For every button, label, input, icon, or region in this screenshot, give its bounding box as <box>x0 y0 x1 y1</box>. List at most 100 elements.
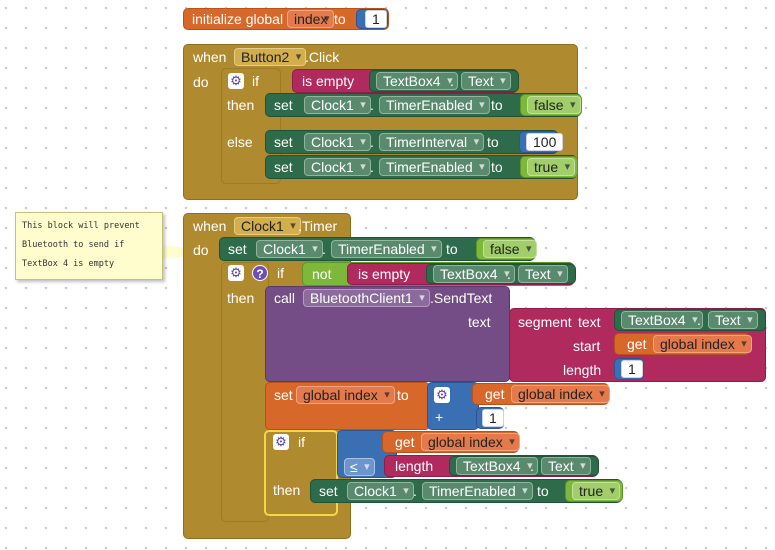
clock-property-dropdown[interactable]: TimerEnabled <box>422 482 533 500</box>
dot-sep: . <box>507 266 511 282</box>
dot-sep: . <box>697 312 701 328</box>
if-label-1: if <box>252 73 259 89</box>
clock-component-dropdown[interactable]: Clock1 <box>256 240 323 258</box>
clock-property-dropdown[interactable]: TimerInterval <box>379 133 485 151</box>
textbox-getter-1[interactable]: TextBox4 . Text <box>369 70 519 92</box>
set-global-index-block[interactable]: set global index to <box>265 382 430 430</box>
set-timer-enabled-3[interactable]: set Clock1 . TimerEnabled to false <box>219 237 537 261</box>
init-to-label: to <box>334 11 346 27</box>
init-number-value[interactable]: 1 <box>365 10 387 28</box>
global-index-dropdown[interactable]: global index <box>511 385 610 403</box>
textbox-getter-4[interactable]: TextBox4 . Text <box>449 456 599 476</box>
global-index-dropdown[interactable]: global index <box>296 386 395 404</box>
clock-component-dropdown[interactable]: Clock1 <box>304 133 371 151</box>
clock-property-dropdown[interactable]: TimerEnabled <box>331 240 442 258</box>
compare-op-dropdown[interactable]: ≤ <box>344 458 375 476</box>
is-empty-block-1[interactable]: is empty TextBox4 . Text <box>292 69 519 93</box>
gear-icon[interactable]: ⚙ <box>228 73 244 89</box>
bluetooth-send-text-block[interactable]: call BluetoothClient1 .SendText text <box>265 286 510 382</box>
get-label: get <box>485 386 505 402</box>
textbox-component-dropdown[interactable]: TextBox4 <box>433 265 515 283</box>
length-block[interactable]: length TextBox4 . Text <box>384 455 599 477</box>
comment-line-3: TextBox 4 is empty <box>22 259 115 269</box>
clock-component-dropdown[interactable]: Clock1 <box>304 96 371 114</box>
clock-property-dropdown[interactable]: TimerEnabled <box>379 96 490 114</box>
get-global-index-3[interactable]: get global index <box>382 431 520 453</box>
init-number-block[interactable]: 1 <box>356 9 388 29</box>
textbox-component-dropdown[interactable]: TextBox4 <box>376 72 458 90</box>
false-dropdown[interactable]: false <box>527 96 581 114</box>
interval-number-value[interactable]: 100 <box>526 133 564 151</box>
button-component-dropdown[interactable]: Button2 <box>234 48 307 66</box>
textbox-getter-2[interactable]: TextBox4 . Text <box>426 264 576 284</box>
segment-text-label: text <box>578 314 601 330</box>
false-dropdown[interactable]: false <box>483 240 537 258</box>
true-dropdown[interactable]: true <box>572 482 621 500</box>
set-label: set <box>274 159 293 175</box>
clock-property-dropdown[interactable]: TimerEnabled <box>379 158 490 176</box>
false-block[interactable]: false <box>476 238 537 260</box>
textbox-property-dropdown[interactable]: Text <box>708 311 758 329</box>
textbox-component-dropdown[interactable]: TextBox4 <box>621 311 703 329</box>
length-number-block[interactable]: 1 <box>614 358 644 380</box>
get-global-index-1[interactable]: get global index <box>614 333 752 355</box>
comment-line-1: This block will prevent <box>22 221 140 231</box>
set-timer-enabled-2[interactable]: set Clock1 . TimerEnabled to true <box>265 155 578 179</box>
textbox-component-dropdown[interactable]: TextBox4 <box>456 457 538 475</box>
segment-label: segment <box>518 314 572 330</box>
to-label: to <box>397 387 409 403</box>
comment-bubble[interactable]: This block will prevent Bluetooth to sen… <box>15 212 163 280</box>
set-timer-enabled-4[interactable]: set Clock1 . TimerEnabled to true <box>310 479 623 503</box>
question-icon[interactable]: ? <box>252 265 268 281</box>
do-label: do <box>193 242 209 258</box>
textbox-getter-3[interactable]: TextBox4 . Text <box>614 309 766 331</box>
timer-event-label: .Timer <box>298 218 338 234</box>
true-block[interactable]: true <box>520 156 578 178</box>
set-label: set <box>319 483 338 499</box>
textbox-property-dropdown[interactable]: Text <box>541 457 591 475</box>
is-empty-block-2[interactable]: is empty TextBox4 . Text <box>347 263 576 285</box>
plus-number-block[interactable]: 1 <box>476 407 504 429</box>
when-label: when <box>193 49 227 65</box>
interval-number-block[interactable]: 100 <box>519 131 564 153</box>
init-global-keyword: initialize global <box>192 11 284 27</box>
gear-icon[interactable]: ⚙ <box>228 265 244 281</box>
dot-sep: . <box>370 97 374 113</box>
global-var-name[interactable]: index <box>287 10 335 28</box>
bluetooth-component-dropdown[interactable]: BluetoothClient1 <box>303 289 430 307</box>
global-index-dropdown[interactable]: global index <box>421 433 520 451</box>
to-label: to <box>491 159 503 175</box>
set-label: set <box>274 97 293 113</box>
set-label: set <box>228 241 247 257</box>
init-global-block[interactable]: initialize global index to 1 <box>183 8 389 30</box>
addition-block[interactable]: ⚙ + <box>427 382 479 430</box>
gear-icon[interactable]: ⚙ <box>434 387 450 403</box>
set-label: set <box>274 387 293 403</box>
to-label: to <box>491 97 503 113</box>
if-label-3: if <box>298 434 305 450</box>
textbox-property-dropdown[interactable]: Text <box>461 72 511 90</box>
clock-component-dropdown[interactable]: Clock1 <box>304 158 371 176</box>
set-timer-interval[interactable]: set Clock1 . TimerInterval to 100 <box>265 130 564 154</box>
false-block[interactable]: false <box>520 94 582 116</box>
plus-number-value[interactable]: 1 <box>482 409 504 427</box>
dot-sep: . <box>370 134 374 150</box>
get-global-index-2[interactable]: get global index <box>472 383 610 405</box>
textbox-property-dropdown[interactable]: Text <box>518 265 568 283</box>
global-index-dropdown[interactable]: global index <box>653 335 752 353</box>
true-block[interactable]: true <box>565 480 623 502</box>
dot-sep: . <box>413 483 417 499</box>
if-block-2[interactable] <box>221 262 269 522</box>
set-timer-enabled-1[interactable]: set Clock1 . TimerEnabled to false <box>265 93 582 117</box>
dot-sep: . <box>370 159 374 175</box>
then-label-2: then <box>227 290 255 306</box>
clock-component-dropdown[interactable]: Clock1 <box>234 217 301 235</box>
clock-component-dropdown[interactable]: Clock1 <box>347 482 414 500</box>
length-number-value[interactable]: 1 <box>621 360 643 378</box>
not-block[interactable]: not is empty TextBox4 . Text <box>302 262 576 286</box>
gear-icon[interactable]: ⚙ <box>273 434 289 450</box>
to-label: to <box>446 241 458 257</box>
dot-sep: . <box>322 241 326 257</box>
true-dropdown[interactable]: true <box>527 158 576 176</box>
call-label: call <box>274 290 296 306</box>
